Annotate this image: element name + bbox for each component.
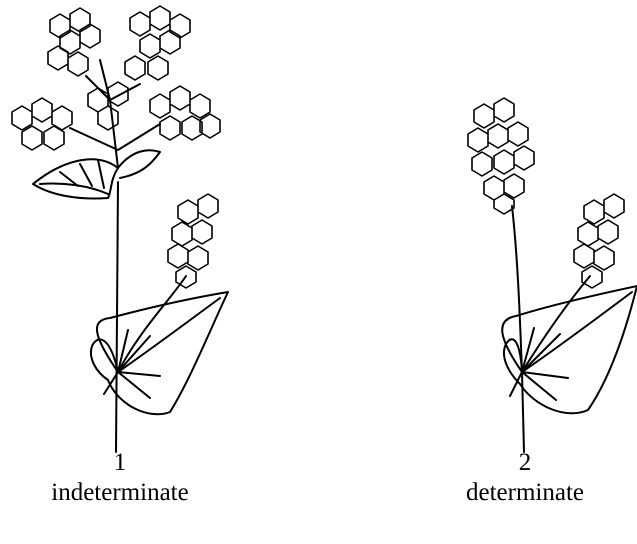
figure-label-1: indeterminate <box>0 478 240 508</box>
plant-determinate <box>468 98 637 452</box>
lateral-flower-cluster <box>574 194 624 288</box>
main-stem-2 <box>512 206 524 452</box>
upper-leaf-right <box>118 150 160 178</box>
figure-number-1: 1 <box>0 448 240 478</box>
plant-indeterminate <box>12 6 228 452</box>
caption-indeterminate: 1 indeterminate <box>0 448 240 508</box>
lateral-branch <box>522 276 590 372</box>
figure-number-2: 2 <box>420 448 630 478</box>
lower-branch <box>118 276 186 372</box>
caption-determinate: 2 determinate <box>420 448 630 508</box>
figure-label-2: determinate <box>420 478 630 508</box>
terminal-flower-cluster <box>468 98 534 214</box>
